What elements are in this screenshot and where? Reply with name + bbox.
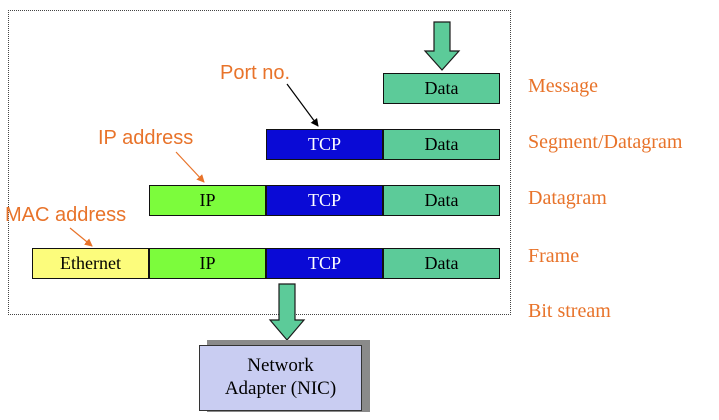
annotation-port-no: Port no. xyxy=(220,62,291,84)
network-adapter-box: Network Adapter (NIC) xyxy=(199,345,362,411)
mac-address-pointer-arrow xyxy=(69,227,93,247)
layer-label-bitstream: Bit stream xyxy=(528,300,611,322)
host-boundary xyxy=(8,10,511,315)
annotation-mac-address: MAC address xyxy=(5,204,127,226)
frame-ip-cell: IP xyxy=(149,248,266,279)
message-data-cell: Data xyxy=(383,73,500,104)
incoming-data-arrow xyxy=(423,21,461,71)
annotation-ip-address: IP address xyxy=(98,127,194,149)
ip-address-pointer-arrow xyxy=(175,151,205,183)
layer-label-segment: Segment/Datagram xyxy=(528,131,683,153)
frame-ethernet-cell: Ethernet xyxy=(32,248,149,279)
datagram-tcp-cell: TCP xyxy=(266,185,383,216)
frame-tcp-cell: TCP xyxy=(266,248,383,279)
layer-label-message: Message xyxy=(528,75,598,97)
layer-label-datagram: Datagram xyxy=(528,187,607,209)
port-pointer-arrow xyxy=(286,83,319,127)
segment-tcp-cell: TCP xyxy=(266,129,383,160)
datagram-data-cell: Data xyxy=(383,185,500,216)
datagram-ip-cell: IP xyxy=(149,185,266,216)
to-nic-arrow xyxy=(268,283,306,341)
frame-data-cell: Data xyxy=(383,248,500,279)
nic-label-line1: Network xyxy=(247,355,314,377)
segment-data-cell: Data xyxy=(383,129,500,160)
nic-label-line2: Adapter (NIC) xyxy=(224,378,337,399)
layer-label-frame: Frame xyxy=(528,245,580,267)
